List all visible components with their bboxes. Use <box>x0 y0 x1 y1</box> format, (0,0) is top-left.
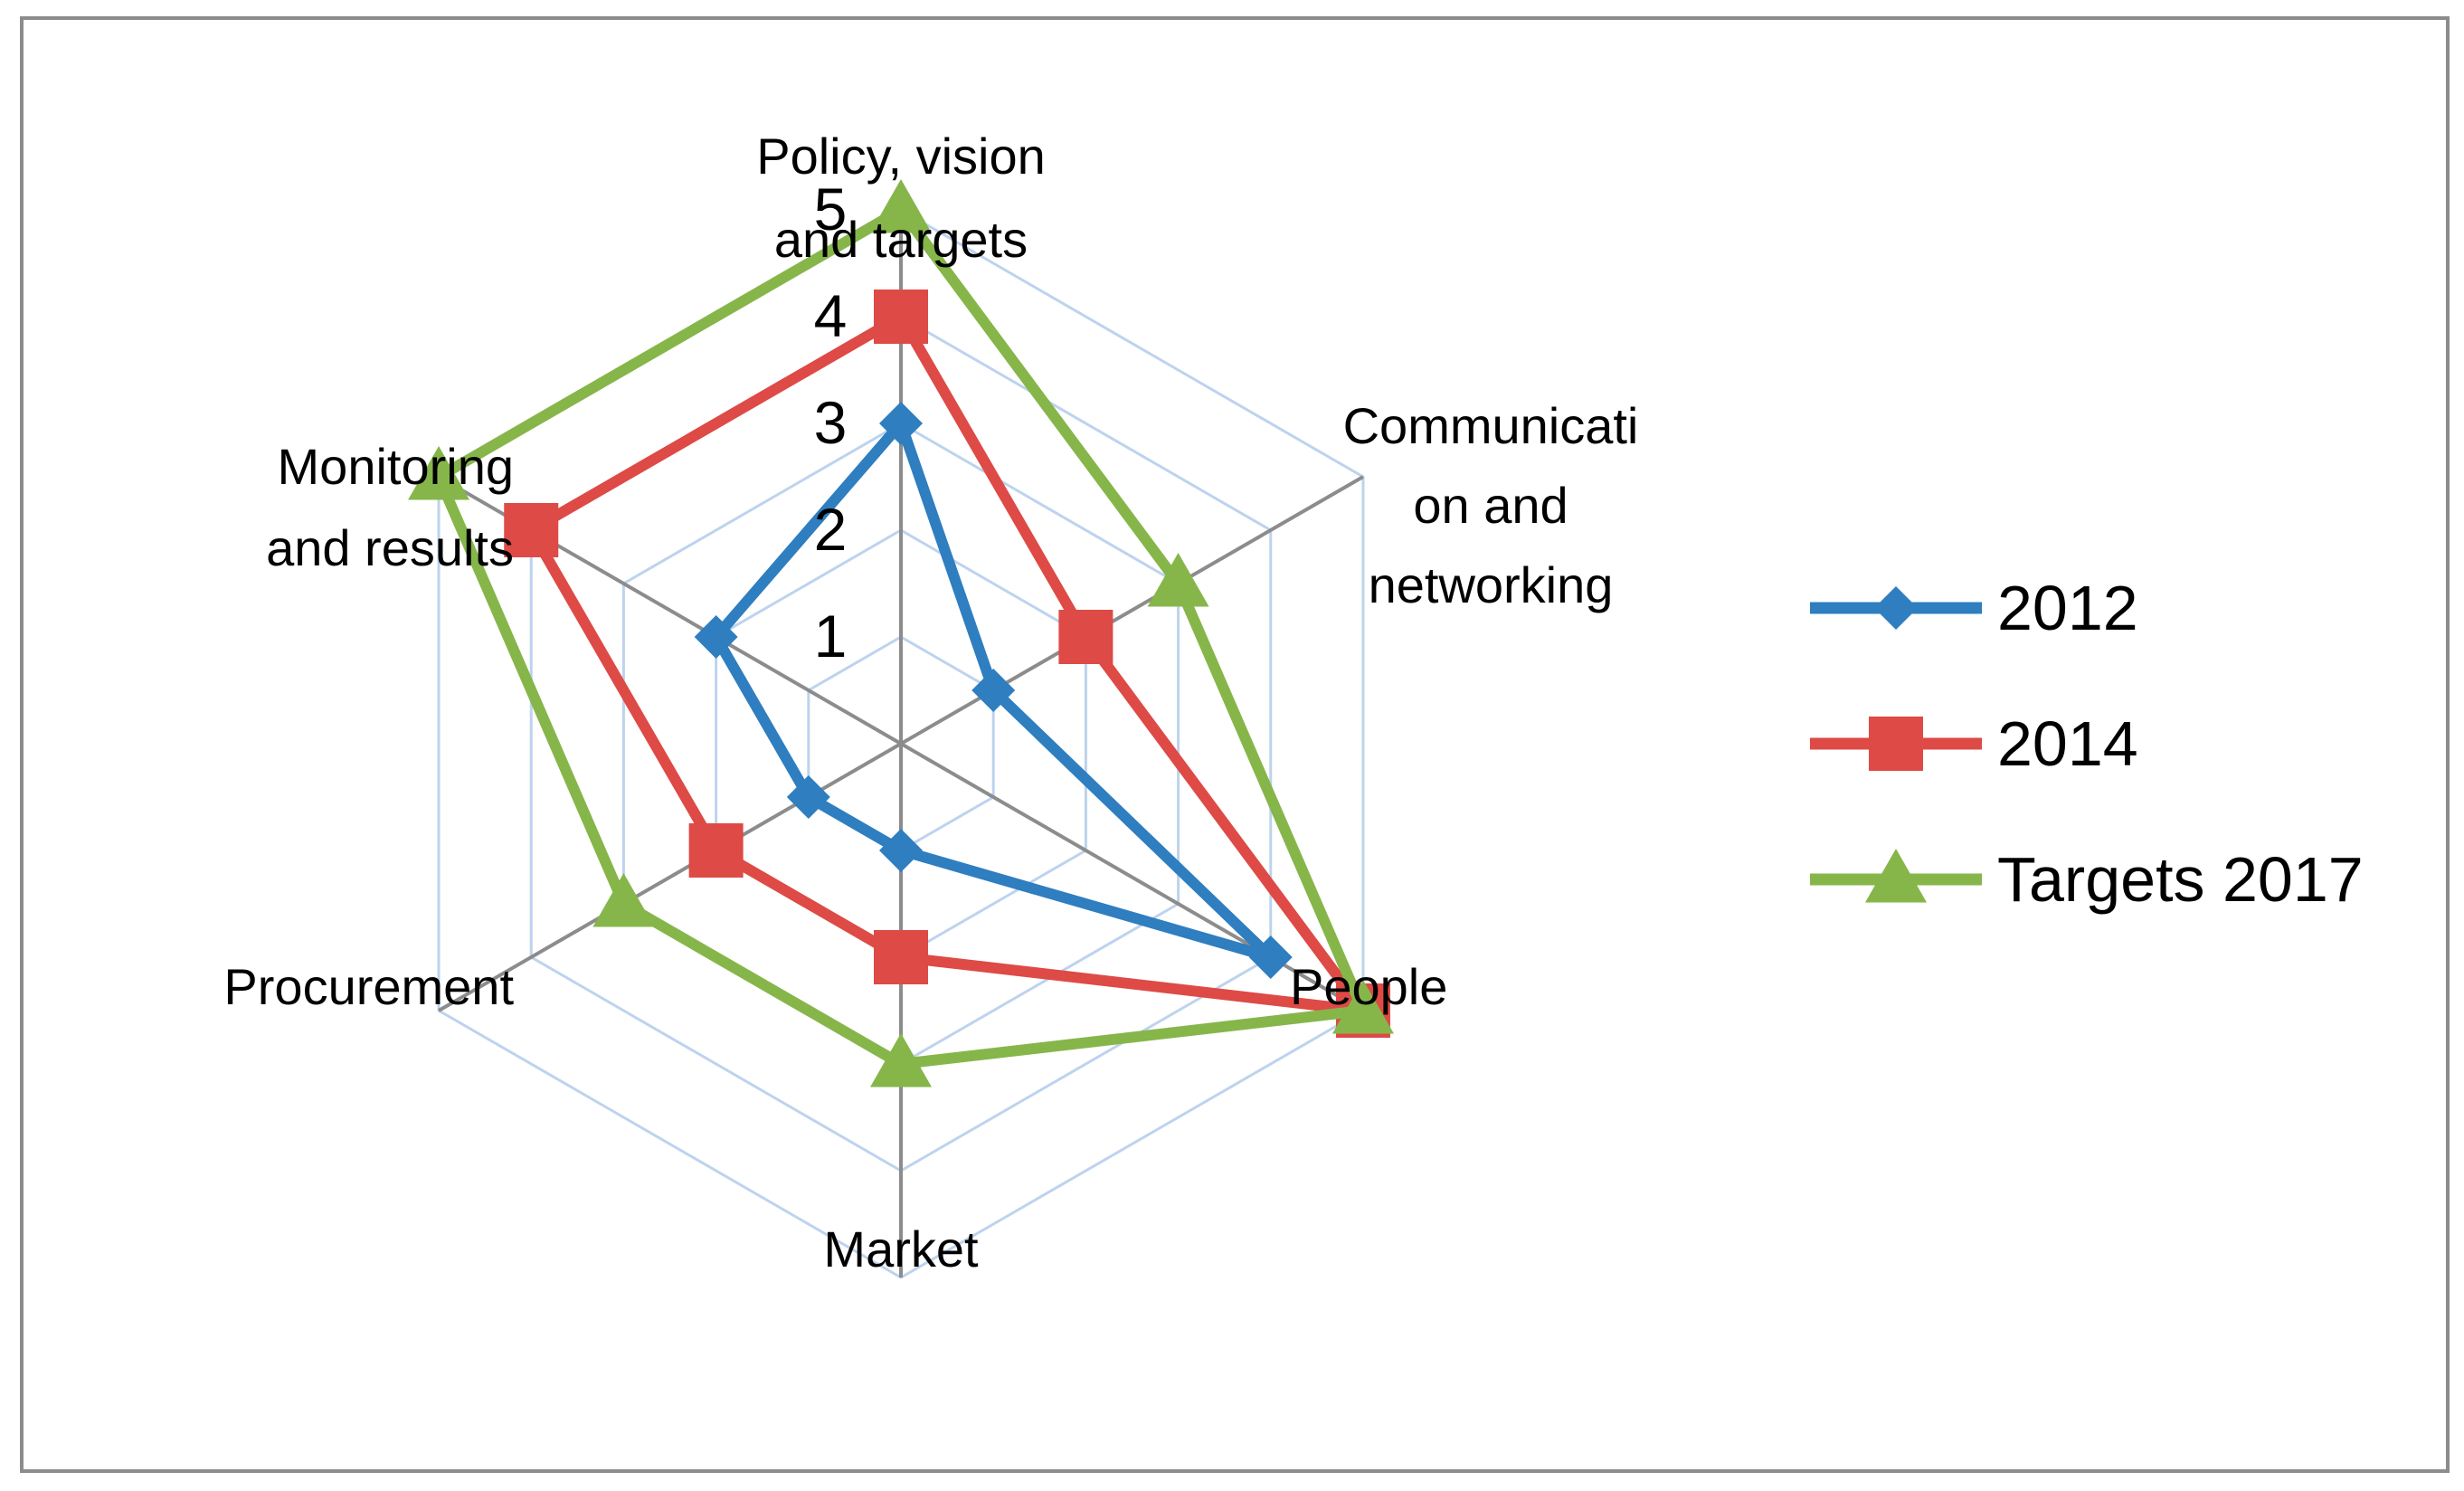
axis-spoke <box>438 742 903 1012</box>
tick-label: 2 <box>814 496 848 563</box>
legend-item-targets-2017: Targets 2017 <box>1810 844 2364 915</box>
axis-label: Procurement <box>223 958 514 1015</box>
data-point-marker <box>1869 717 1923 771</box>
data-point-marker <box>592 873 655 927</box>
legend-label: 2014 <box>1997 708 2138 779</box>
radar-series <box>408 179 1394 1087</box>
tick-label: 1 <box>814 603 848 670</box>
data-point-marker <box>870 179 932 233</box>
data-point-marker <box>874 930 928 984</box>
legend-label: 2012 <box>1997 573 2138 643</box>
axis-spoke <box>899 742 1364 1012</box>
data-point-marker <box>879 829 923 872</box>
data-point-marker <box>688 823 744 878</box>
data-point-marker <box>971 669 1016 712</box>
data-point-marker <box>1874 586 1918 630</box>
data-point-marker <box>874 290 928 344</box>
radar-axes <box>438 210 1364 1277</box>
data-point-marker <box>1248 935 1293 979</box>
radar-tick-labels: 1 2 3 4 5 <box>814 176 848 670</box>
data-point-marker <box>879 402 923 445</box>
data-point-marker <box>1332 980 1394 1034</box>
axis-label: Market <box>823 1220 979 1277</box>
data-point-marker <box>870 1033 932 1087</box>
axis-label: People <box>1290 958 1447 1015</box>
axis-spoke <box>899 475 1364 746</box>
data-point-marker <box>1058 610 1114 664</box>
data-point-marker <box>504 503 559 557</box>
tick-label: 4 <box>814 282 848 349</box>
series-targets-2017 <box>408 179 1394 1087</box>
data-point-marker <box>1147 553 1209 607</box>
tick-label: 3 <box>814 389 848 456</box>
series-2012 <box>694 402 1293 979</box>
data-point-marker <box>408 446 470 500</box>
data-point-marker <box>1865 849 1927 903</box>
legend-item-2014: 2014 <box>1810 708 2138 779</box>
tick-label: 5 <box>814 176 848 242</box>
legend-label: Targets 2017 <box>1997 844 2364 915</box>
data-point-marker <box>786 775 830 819</box>
data-point-marker <box>694 615 738 659</box>
legend-item-2012: 2012 <box>1810 573 2138 643</box>
